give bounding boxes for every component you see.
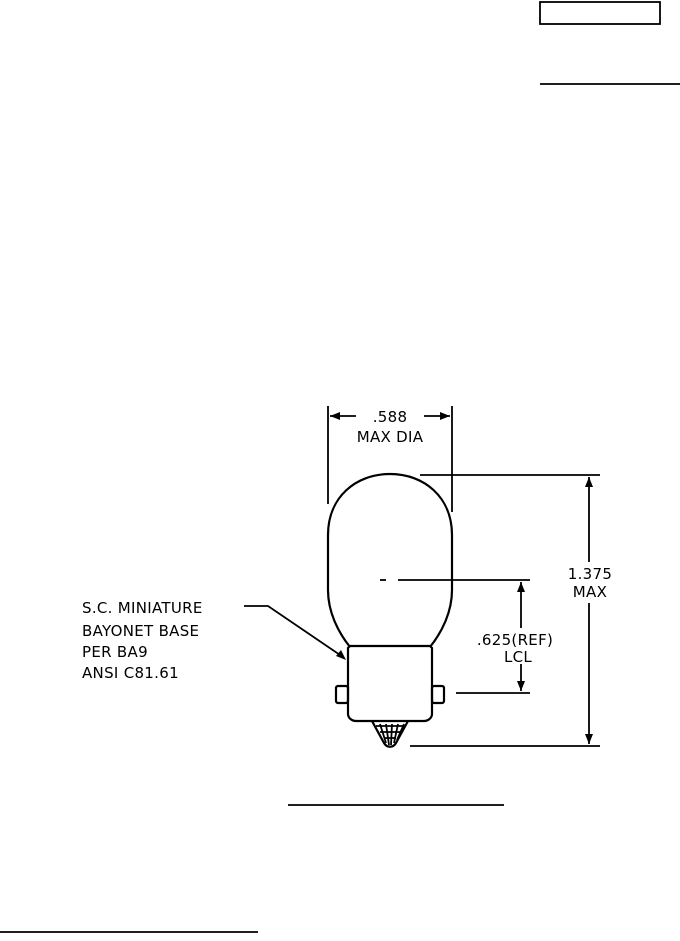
height-value: 1.375 (568, 565, 612, 583)
lcl-arrow-bottom (517, 681, 525, 691)
height-label: MAX (573, 583, 607, 601)
base-callout-line4: ANSI C81.61 (82, 664, 179, 682)
bayonet-base (346, 644, 434, 723)
lcl-dimension: .625(REF) LCL (380, 579, 553, 694)
lcl-arrow-top (517, 582, 525, 592)
lamp-outline (326, 472, 454, 748)
base-callout-line3: PER BA9 (82, 643, 148, 661)
bayonet-pin-right (430, 684, 446, 705)
contact-tip-hatch (379, 723, 405, 746)
diameter-dimension: .588 MAX DIA (327, 406, 453, 512)
contact-tip (371, 720, 409, 748)
base-callout: S.C. MINIATURE BAYONET BASE PER BA9 ANSI… (82, 599, 346, 682)
height-arrow-top (585, 477, 593, 487)
diameter-arrow-right (440, 412, 450, 420)
lcl-label: LCL (504, 648, 532, 666)
diameter-arrow-left (330, 412, 340, 420)
lcl-value: .625(REF) (477, 631, 553, 649)
base-callout-line1: S.C. MINIATURE (82, 599, 203, 617)
base-callout-line2: BAYONET BASE (82, 622, 199, 640)
base-callout-arrow (336, 650, 346, 660)
height-arrow-bottom (585, 734, 593, 744)
base-callout-leader (244, 605, 344, 658)
height-dimension: 1.375 MAX (410, 474, 612, 747)
bulb-glass (326, 472, 454, 648)
header-box (539, 1, 661, 25)
diameter-label: MAX DIA (357, 428, 424, 446)
diameter-value: .588 (373, 408, 408, 426)
bayonet-pin-left (334, 684, 350, 705)
